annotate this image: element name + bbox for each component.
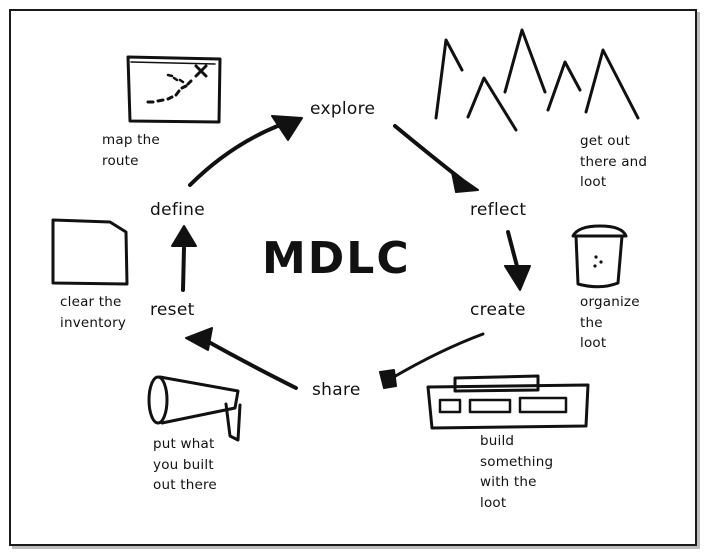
mountains-icon bbox=[434, 28, 640, 132]
diagram-title: MDLC bbox=[262, 233, 411, 284]
arrow-reset-define bbox=[171, 225, 197, 292]
diagram-frame bbox=[9, 9, 697, 546]
treasure-map-icon bbox=[126, 55, 222, 124]
note-map-the-route: map the route bbox=[102, 132, 160, 169]
arrow-share-reset bbox=[185, 327, 298, 390]
loot-bucket-icon bbox=[571, 224, 628, 289]
note-get-out-there: get out there and loot bbox=[580, 133, 648, 190]
note-organize-loot: organize the loot bbox=[580, 294, 640, 351]
arrow-reflect-create bbox=[504, 230, 531, 291]
stage-share: share bbox=[312, 380, 361, 400]
arrow-define-explore bbox=[188, 115, 303, 187]
stage-define: define bbox=[150, 200, 205, 220]
stage-create: create bbox=[470, 300, 526, 320]
megaphone-icon bbox=[147, 375, 242, 442]
note-clear-inventory: clear the inventory bbox=[60, 294, 127, 331]
arrow-explore-reflect bbox=[393, 124, 479, 193]
keyboard-icon bbox=[426, 374, 590, 430]
empty-folder-icon bbox=[51, 218, 129, 286]
note-put-out-there: put what you built out there bbox=[153, 436, 217, 493]
note-build-something: build something with the loot bbox=[480, 433, 554, 511]
stage-explore: explore bbox=[310, 99, 376, 119]
stage-reflect: reflect bbox=[470, 200, 527, 220]
arrow-create-share bbox=[379, 332, 485, 389]
stage-reset: reset bbox=[150, 300, 195, 320]
